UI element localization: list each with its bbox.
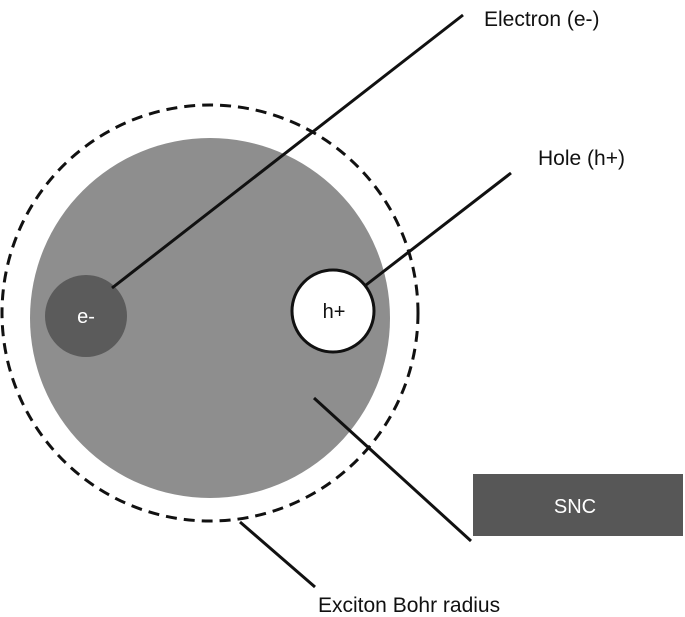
exciton-bohr-radius-label: Exciton Bohr radius: [318, 594, 500, 617]
exciton-bohr-radius-circle: [0, 103, 420, 523]
hole-leader-line: [365, 171, 512, 287]
hole-particle: [290, 268, 376, 354]
hole-label: Hole (h+): [538, 147, 625, 170]
hole-particle-label: h+: [323, 301, 346, 323]
electron-particle-label: e-: [77, 306, 95, 328]
snc-leader-line: [312, 396, 473, 543]
electron-label: Electron (e-): [484, 8, 600, 31]
nanocrystal-disc: [30, 138, 390, 498]
snc-label: SNC: [554, 496, 596, 518]
exciton-radius-leader-line: [239, 520, 316, 589]
snc-box: [473, 474, 683, 536]
electron-particle: [45, 275, 127, 357]
electron-leader-line: [111, 13, 464, 290]
